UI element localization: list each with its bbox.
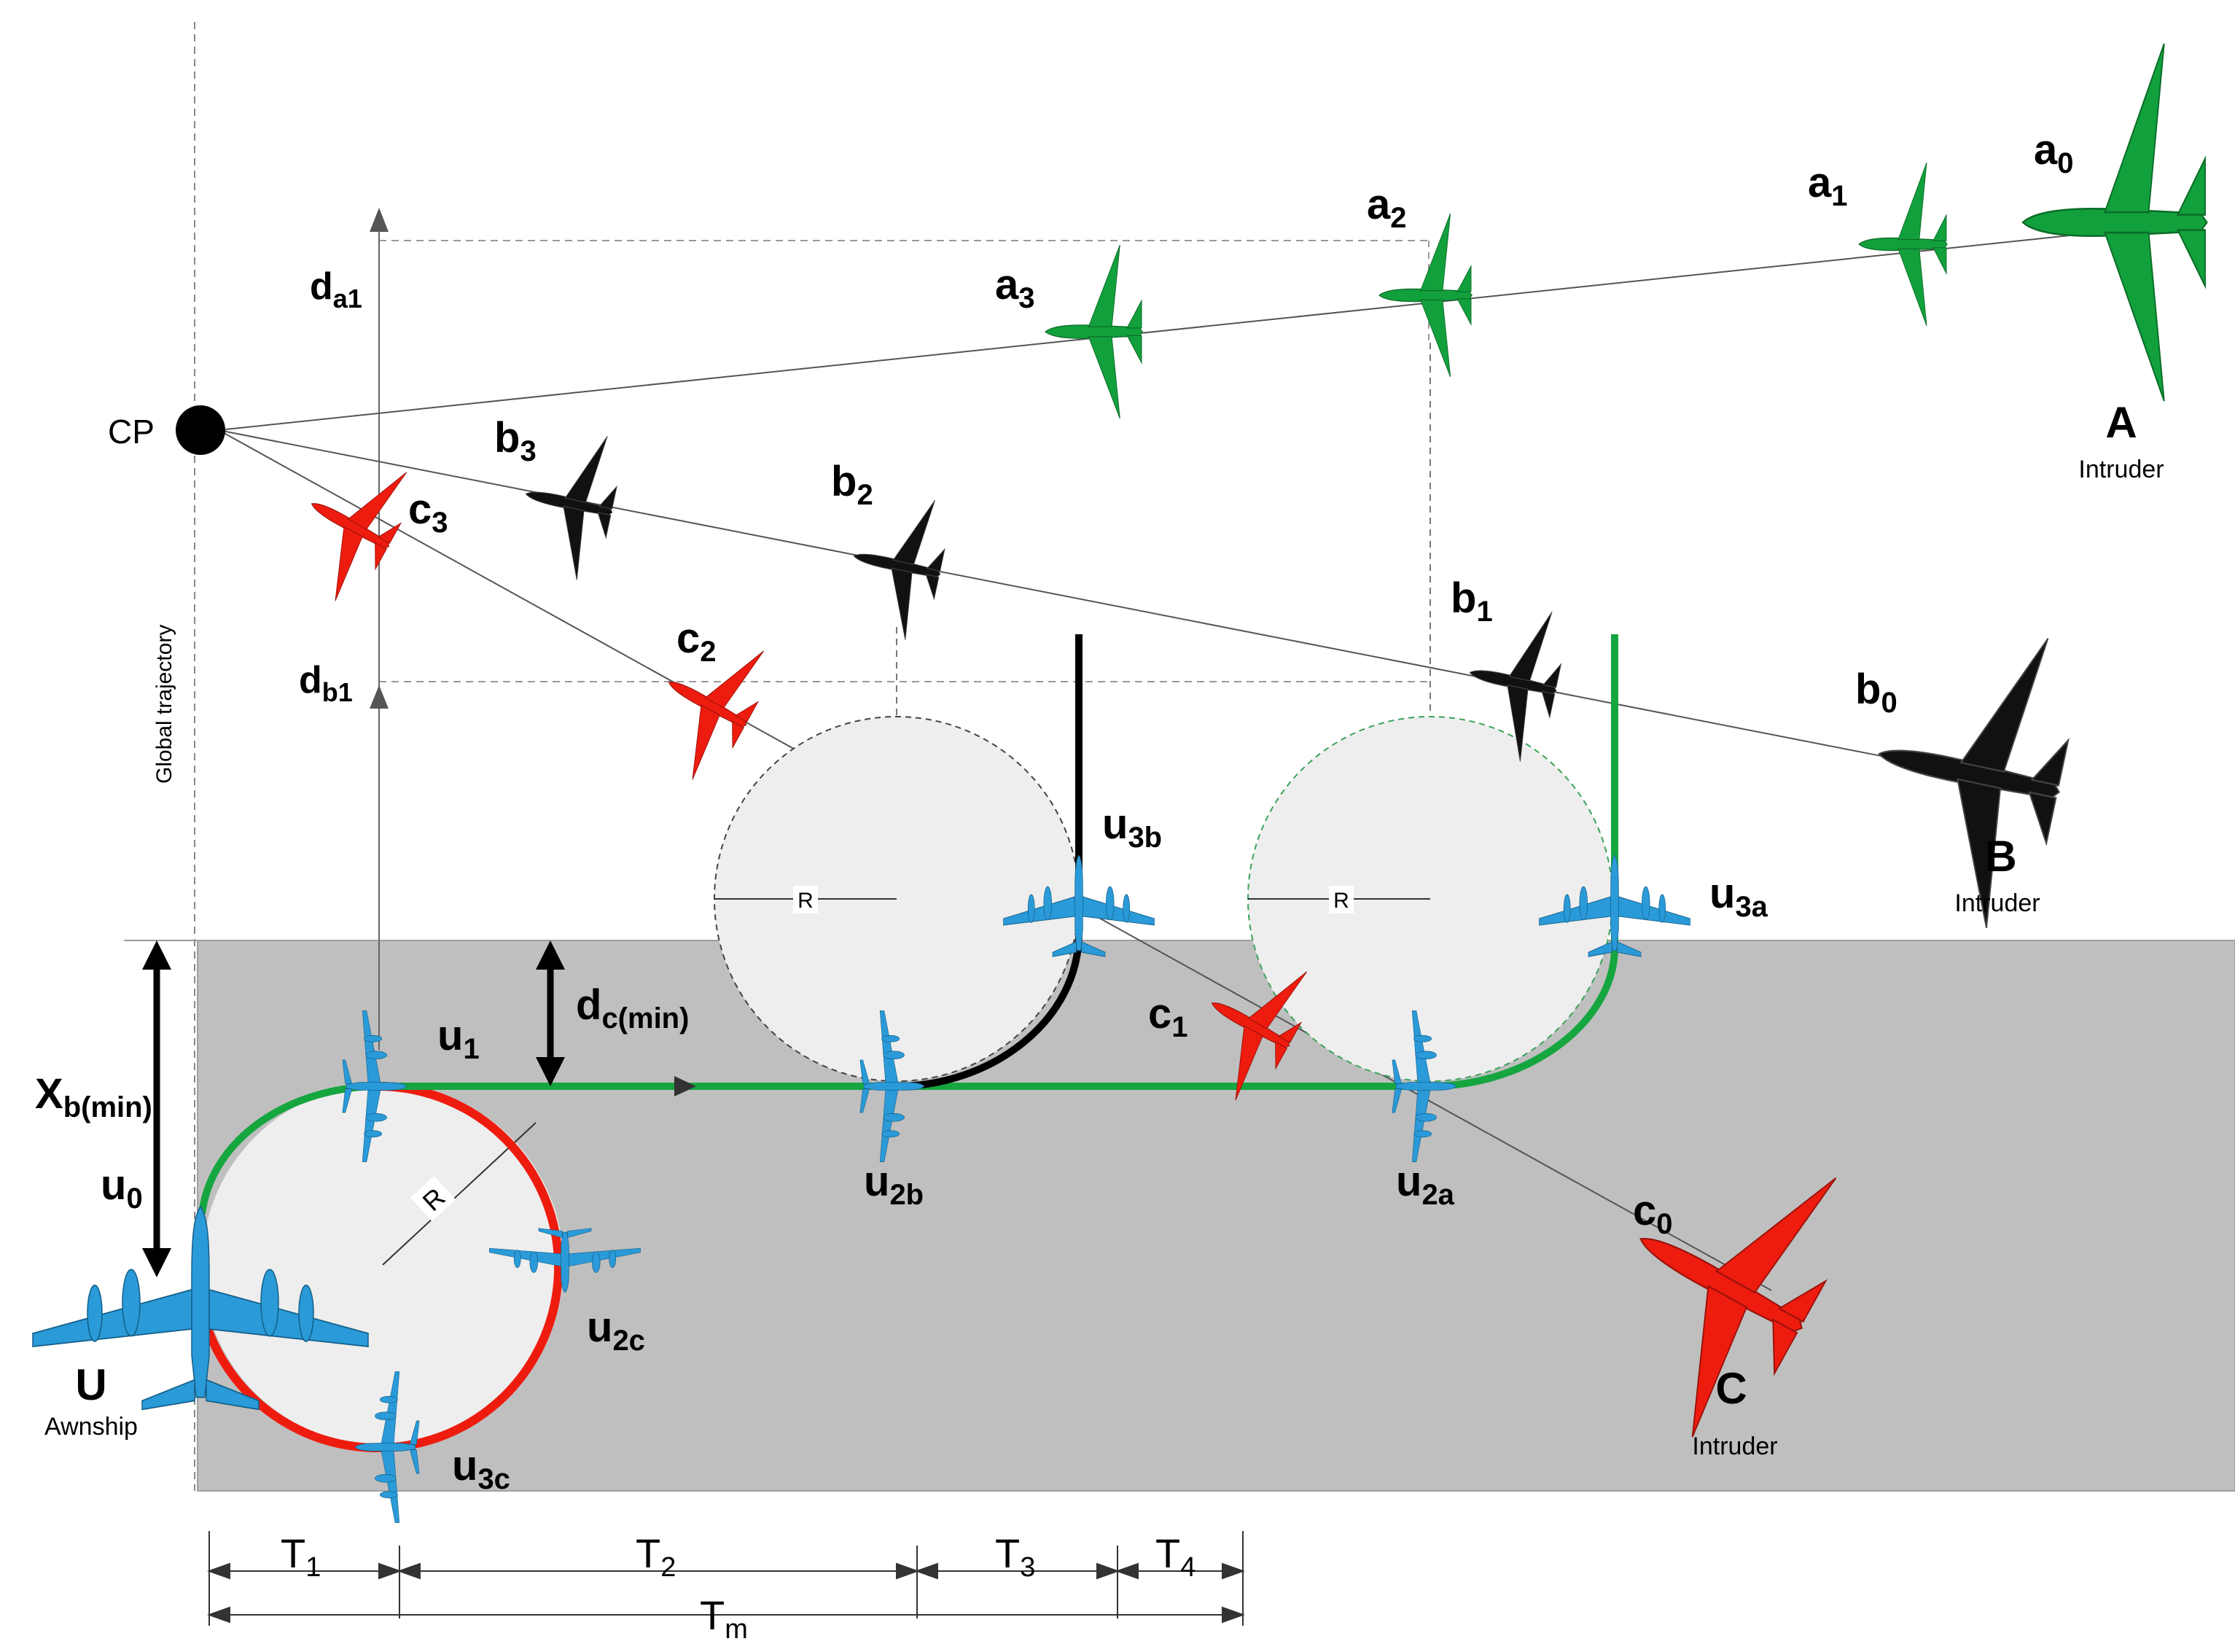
label-dc-min: dc(min) <box>576 981 689 1035</box>
intruder-b-letter: B <box>1985 832 2016 881</box>
label-db1: db1 <box>299 659 353 707</box>
label-a0: a0 <box>2034 126 2074 179</box>
svg-text:R: R <box>797 889 814 913</box>
radius-label-b: R <box>793 886 818 913</box>
intruder-c-letter: C <box>1715 1364 1747 1413</box>
label-b3: b3 <box>494 414 537 467</box>
cp-point <box>176 405 225 455</box>
intruder-a-aircraft-icon <box>1045 42 2208 419</box>
intruder-a-letter: A <box>2105 398 2137 447</box>
label-u3a: u3a <box>1709 870 1768 923</box>
trajectory-a <box>218 222 2195 431</box>
trajectory-b <box>218 429 2042 788</box>
intruder-a-caption: Intruder <box>2078 456 2164 483</box>
label-c0: c0 <box>1633 1187 1673 1240</box>
label-u2b: u2b <box>864 1158 924 1211</box>
label-t3: T3 <box>995 1530 1035 1583</box>
time-dimensions <box>207 1531 1245 1626</box>
cp-label: CP <box>108 413 155 451</box>
label-u0: u0 <box>101 1161 143 1215</box>
label-a2: a2 <box>1367 181 1407 234</box>
label-c3: c3 <box>408 486 448 539</box>
da1-arrowhead <box>370 208 389 232</box>
db1-arrowhead <box>370 685 389 709</box>
path-avoid-c <box>192 1082 563 1452</box>
label-u2a: u2a <box>1396 1158 1455 1211</box>
label-tm: Tm <box>700 1592 748 1645</box>
label-c2: c2 <box>676 615 717 668</box>
label-u2c: u2c <box>587 1304 645 1357</box>
label-b0: b0 <box>1855 666 1897 719</box>
label-c1: c1 <box>1148 990 1188 1043</box>
label-a3: a3 <box>995 261 1035 314</box>
xb-min-arrow <box>142 940 171 1277</box>
dc-min-arrow <box>536 940 565 1086</box>
label-t1: T1 <box>281 1530 321 1583</box>
label-u3c: u3c <box>452 1442 510 1495</box>
path-avoid-b <box>896 634 1083 1090</box>
label-b2: b2 <box>831 458 873 511</box>
radius-label-a: R <box>1329 886 1354 913</box>
label-t2: T2 <box>636 1530 676 1583</box>
path-direction-arrow <box>674 1076 696 1096</box>
label-t4: T4 <box>1155 1530 1195 1583</box>
global-trajectory-label: Global trajectory <box>152 625 176 784</box>
label-u3b: u3b <box>1102 800 1162 854</box>
ownship-caption: Awnship <box>44 1413 138 1441</box>
label-a1: a1 <box>1808 159 1848 212</box>
svg-text:R: R <box>1333 889 1349 913</box>
label-u1: u1 <box>437 1012 480 1065</box>
label-xb-min: Xb(min) <box>35 1070 152 1123</box>
ownship-letter: U <box>75 1360 106 1409</box>
label-da1: da1 <box>310 265 362 313</box>
intruder-b-caption: Intruder <box>1954 889 2040 917</box>
intruder-c-caption: Intruder <box>1692 1433 1777 1460</box>
label-b1: b1 <box>1451 574 1493 628</box>
